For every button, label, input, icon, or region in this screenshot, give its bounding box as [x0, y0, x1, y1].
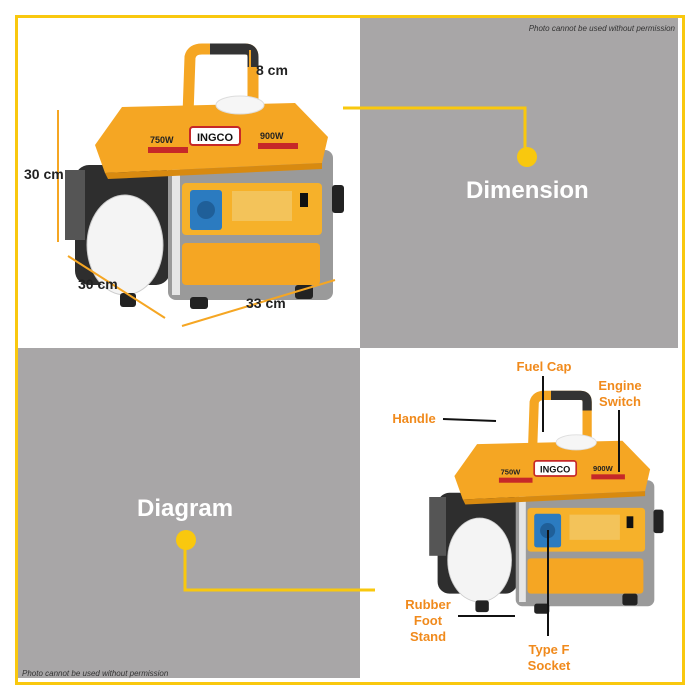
- height-label: 30 cm: [24, 166, 64, 182]
- rated-watt-diagram: 750W: [501, 467, 522, 476]
- label-handle: Handle: [392, 411, 436, 426]
- label-engine-switch-line2: Switch: [599, 394, 641, 409]
- diagram-title: Diagram: [137, 495, 234, 522]
- label-socket-line2: Socket: [527, 658, 571, 673]
- dimension-lines: [57, 50, 336, 327]
- brand-logo-diagram: INGCO: [540, 465, 570, 475]
- dimension-title-panel: [360, 18, 678, 348]
- watermark-top: Photo cannot be used without permission: [528, 24, 675, 33]
- label-socket-line1: Type F: [528, 642, 570, 657]
- rated-watt: 750W: [150, 135, 174, 145]
- depth-label: 30 cm: [78, 276, 118, 292]
- label-rubber-line1: Rubber: [405, 597, 451, 612]
- watermark-bottom: Photo cannot be used without permission: [22, 669, 169, 678]
- width-label: 33 cm: [246, 295, 286, 311]
- label-rubber-line2: Foot: [413, 613, 443, 628]
- handle-height-label: 8 cm: [256, 62, 288, 78]
- callout-lines: [442, 376, 620, 636]
- label-engine-switch: Engine Switch: [590, 378, 650, 410]
- label-rubber-foot-stand: Rubber Foot Stand: [398, 597, 458, 645]
- connector-lines: [183, 106, 527, 592]
- yellow-frame: [15, 15, 685, 685]
- label-engine-switch-line1: Engine: [598, 378, 642, 393]
- max-watt: 900W: [260, 131, 284, 141]
- dimension-dot: [517, 147, 537, 167]
- label-type-f-socket: Type F Socket: [515, 642, 583, 674]
- diagram-dot: [176, 530, 196, 550]
- label-fuel-cap: Fuel Cap: [516, 359, 572, 374]
- generator-image-dimension: INGCO 750W 900W: [65, 49, 344, 309]
- generator-image-diagram: INGCO 750W 900W: [429, 395, 663, 613]
- diagram-title-panel: [18, 348, 360, 678]
- brand-logo: INGCO: [197, 132, 234, 144]
- dimension-title: Dimension: [466, 177, 589, 204]
- label-rubber-line3: Stand: [409, 629, 447, 644]
- max-watt-diagram: 900W: [593, 464, 614, 473]
